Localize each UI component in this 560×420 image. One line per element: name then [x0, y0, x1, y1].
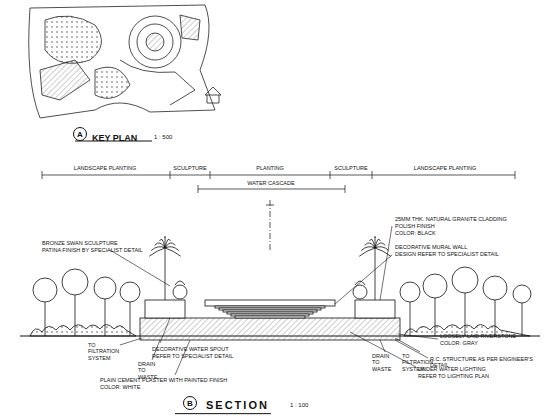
marker-letter: A: [77, 130, 83, 139]
drawing-title: SECTION: [206, 399, 269, 412]
callout-note: COLOR: BLACK: [395, 230, 436, 236]
dimension-label: SCULPTURE: [332, 165, 369, 171]
callout-note: DESIGN REFER TO SPECIALIST DETAIL: [395, 251, 499, 257]
callout-note: UNDER WATER LIGHTING: [418, 366, 486, 372]
dimension-label: LANDSCAPE PLANTING: [412, 165, 478, 171]
callout-note: COLOR: GRAY: [440, 340, 478, 346]
section-illustration: [20, 226, 540, 375]
callout-note: REFER TO SPECIALIST DETAIL: [152, 353, 233, 359]
callout-note: 25MM THK. NATURAL GRANITE CLADDING: [395, 216, 507, 222]
marker-letter: B: [187, 399, 193, 408]
title-underline: [175, 413, 271, 414]
callout-note: DRAIN TO WASTE: [372, 353, 398, 372]
callout-note: POLISH FINISH: [395, 223, 435, 229]
dimension-label: LANDSCAPE PLANTING: [72, 165, 138, 171]
callout-note: DECORATIVE MURAL WALL: [395, 244, 467, 250]
drawing-title: 1 : 500: [154, 134, 172, 141]
drawing-title: 1 : 100: [290, 402, 308, 409]
dimension-label: SCULPTURE: [171, 165, 208, 171]
callout-note: PATINA FINISH BY SPECIALIST DETAIL: [42, 247, 143, 253]
section-marker: B: [183, 396, 197, 410]
dimension-lines: [42, 171, 515, 250]
section-marker: A: [73, 127, 87, 141]
drawing-title: KEY PLAN: [92, 133, 137, 143]
callout-note: DECORATIVE WATER SPOUT: [152, 346, 229, 352]
callout-note: LOOSELY LAID RIVERSTONE: [440, 333, 516, 339]
dimension-label: WATER CASCADE: [245, 180, 296, 186]
callout-note: TO FILTRATION SYSTEM: [88, 342, 120, 361]
callout-note: COLOR: WHITE: [100, 384, 140, 390]
callout-note: REFER TO LIGHTING PLAN: [418, 373, 489, 379]
callout-note: PLAIN CEMENT PLASTER WITH PAINTED FINISH: [100, 377, 227, 383]
key-plan: [29, 5, 221, 118]
callout-note: BRONZE SWAN SCULPTURE: [42, 240, 118, 246]
dimension-label: PLANTING: [254, 165, 286, 171]
